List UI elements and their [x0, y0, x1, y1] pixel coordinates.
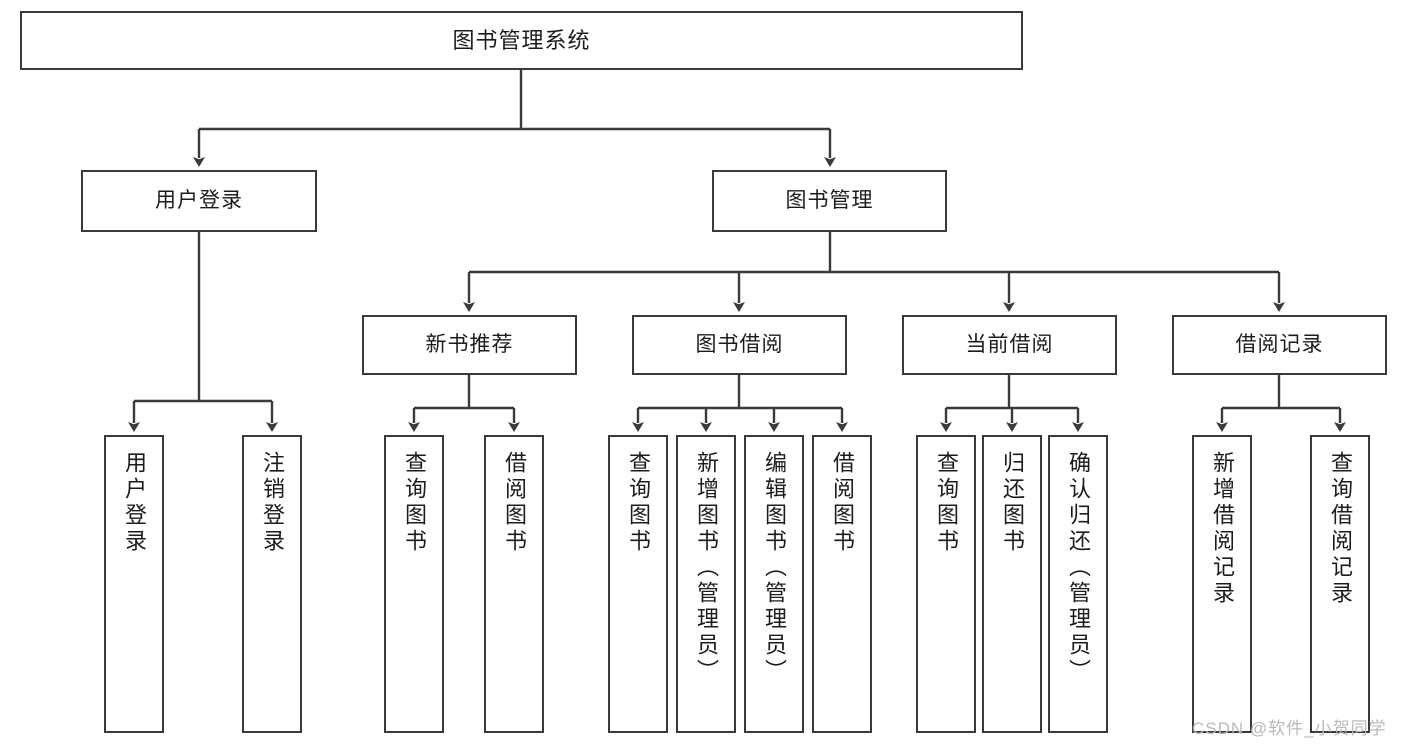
node-leaf-borrow-lend-label: 借阅图书	[830, 451, 855, 555]
node-current-borrow-label: 当前借阅	[965, 332, 1054, 356]
node-leaf-borrow-add-label: 新增图书（管理员）	[694, 451, 719, 685]
node-user-login[interactable]: 用户登录	[81, 170, 317, 232]
node-leaf-recommend-borrow[interactable]: 借阅图书	[484, 435, 544, 733]
node-leaf-borrow-query-label: 查询图书	[626, 451, 651, 555]
node-book-management[interactable]: 图书管理	[712, 170, 947, 232]
edges-recommend-leaves	[408, 375, 520, 432]
node-leaf-user-login-label: 用户登录	[122, 451, 147, 555]
node-leaf-current-confirm[interactable]: 确认归还（管理员）	[1048, 435, 1108, 733]
node-current-borrow[interactable]: 当前借阅	[902, 315, 1117, 375]
node-leaf-borrow-query[interactable]: 查询图书	[608, 435, 668, 733]
node-leaf-record-query-label: 查询借阅记录	[1328, 451, 1353, 607]
node-root-label: 图书管理系统	[452, 27, 591, 53]
node-leaf-borrow-edit[interactable]: 编辑图书（管理员）	[744, 435, 804, 733]
node-user-login-label: 用户登录	[155, 188, 243, 212]
node-leaf-record-add-label: 新增借阅记录	[1210, 451, 1235, 607]
node-new-book-recommend-label: 新书推荐	[425, 332, 514, 356]
node-book-borrow[interactable]: 图书借阅	[632, 315, 847, 375]
node-borrow-record-label: 借阅记录	[1235, 332, 1324, 356]
node-leaf-user-login[interactable]: 用户登录	[104, 435, 164, 733]
csdn-watermark: CSDN @软件_小贺同学	[1192, 719, 1387, 738]
node-new-book-recommend[interactable]: 新书推荐	[362, 315, 577, 375]
node-root[interactable]: 图书管理系统	[20, 11, 1023, 70]
node-leaf-recommend-query-label: 查询图书	[402, 451, 427, 555]
node-leaf-user-logout[interactable]: 注销登录	[242, 435, 302, 733]
node-leaf-borrow-lend[interactable]: 借阅图书	[812, 435, 872, 733]
node-leaf-current-return[interactable]: 归还图书	[982, 435, 1042, 733]
node-leaf-current-return-label: 归还图书	[1000, 451, 1025, 555]
edges-borrow-record-leaves	[1216, 375, 1346, 432]
node-leaf-user-logout-label: 注销登录	[260, 451, 285, 555]
node-leaf-recommend-query[interactable]: 查询图书	[384, 435, 444, 733]
edges-root-level2	[193, 70, 836, 167]
edges-book-management-level3	[463, 232, 1285, 312]
node-leaf-record-query[interactable]: 查询借阅记录	[1310, 435, 1370, 733]
node-book-borrow-label: 图书借阅	[695, 332, 784, 356]
node-leaf-recommend-borrow-label: 借阅图书	[502, 451, 527, 555]
node-leaf-borrow-edit-label: 编辑图书（管理员）	[762, 451, 787, 685]
node-leaf-current-query[interactable]: 查询图书	[916, 435, 976, 733]
node-leaf-record-add[interactable]: 新增借阅记录	[1192, 435, 1252, 733]
edges-current-borrow-leaves	[940, 375, 1084, 432]
node-borrow-record[interactable]: 借阅记录	[1172, 315, 1387, 375]
node-leaf-current-query-label: 查询图书	[934, 451, 959, 555]
node-book-management-label: 图书管理	[785, 188, 874, 212]
edges-book-borrow-leaves	[632, 375, 848, 432]
edges-user-login-leaves	[128, 232, 278, 432]
node-leaf-borrow-add[interactable]: 新增图书（管理员）	[676, 435, 736, 733]
node-leaf-current-confirm-label: 确认归还（管理员）	[1066, 451, 1091, 685]
